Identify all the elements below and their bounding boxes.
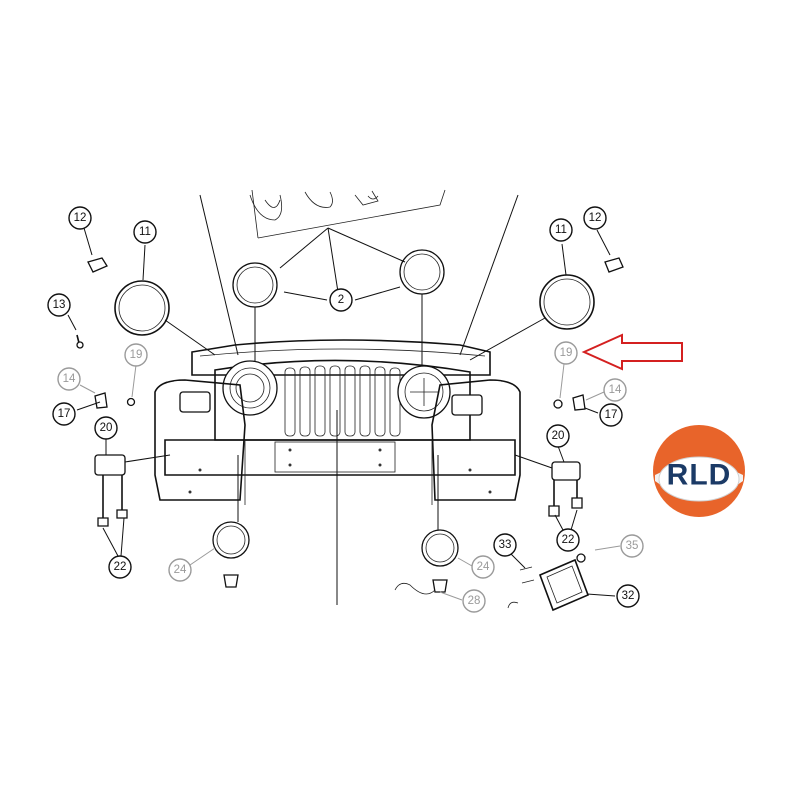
clip-right <box>604 257 624 273</box>
svg-text:17: 17 <box>58 408 71 420</box>
clip-left <box>87 257 108 273</box>
park-lamp-left <box>94 454 171 476</box>
callout-17-right: 17 <box>599 403 623 427</box>
headlamp-ring-left <box>232 262 278 308</box>
red-arrow-icon <box>581 333 683 371</box>
svg-text:12: 12 <box>74 212 87 224</box>
svg-text:22: 22 <box>562 534 575 546</box>
svg-text:17: 17 <box>605 409 618 421</box>
svg-text:11: 11 <box>139 226 151 238</box>
fog-lamp-left <box>212 455 250 588</box>
svg-text:13: 13 <box>53 299 66 311</box>
callout-35: 35 <box>620 534 644 558</box>
rld-logo: RLD <box>653 425 745 517</box>
svg-text:20: 20 <box>552 430 565 442</box>
svg-text:33: 33 <box>499 539 512 551</box>
callout-33: 33 <box>493 533 517 557</box>
callout-14-left: 14 <box>57 367 81 391</box>
svg-text:19: 19 <box>130 349 143 361</box>
callout-leaders <box>67 227 621 601</box>
callout-22-left: 22 <box>108 555 132 579</box>
svg-text:2: 2 <box>338 294 344 306</box>
callout-20-left: 20 <box>94 416 118 440</box>
svg-text:14: 14 <box>63 373 76 385</box>
svg-text:24: 24 <box>477 561 490 573</box>
svg-text:19: 19 <box>560 347 573 359</box>
callout-24-right: 24 <box>471 555 495 579</box>
retaining-ring-left <box>114 280 170 336</box>
callout-22-right: 22 <box>556 528 580 552</box>
callout-20-right: 20 <box>546 424 570 448</box>
headlamp-detail-inset <box>249 189 446 239</box>
callout-14-right: 14 <box>603 378 627 402</box>
callout-2: 2 <box>329 288 353 312</box>
svg-text:35: 35 <box>626 540 639 552</box>
retaining-ring-right <box>539 274 595 330</box>
callout-12-right: 12 <box>583 206 607 230</box>
callout-11-left: 11 <box>133 220 157 244</box>
callout-12-left: 12 <box>68 206 92 230</box>
bolts-right <box>548 480 583 517</box>
svg-text:RLD: RLD <box>667 459 732 492</box>
callout-13: 13 <box>47 293 71 317</box>
svg-text:12: 12 <box>589 212 602 224</box>
grille-assembly <box>154 339 521 505</box>
side-marker-left <box>94 392 136 409</box>
callout-19-right: 19 <box>554 341 578 365</box>
callout-32: 32 <box>616 584 640 608</box>
callout-28: 28 <box>462 589 486 613</box>
svg-text:28: 28 <box>468 595 481 607</box>
callout-17-left: 17 <box>52 402 76 426</box>
callout-11-right: 11 <box>549 218 573 242</box>
svg-text:32: 32 <box>622 590 635 602</box>
svg-text:20: 20 <box>100 422 113 434</box>
callout-19-left: 19 <box>124 343 148 367</box>
svg-text:22: 22 <box>114 561 127 573</box>
svg-text:24: 24 <box>174 564 187 576</box>
park-lamp-right <box>514 454 581 481</box>
svg-text:14: 14 <box>609 384 622 396</box>
fog-lamp-right <box>394 455 459 595</box>
screw-13 <box>76 334 84 349</box>
license-bracket <box>507 553 590 612</box>
callout-24-left: 24 <box>168 558 192 582</box>
headlamp-ring-right <box>399 249 445 295</box>
side-marker-right <box>553 394 586 411</box>
bolts-left <box>97 475 128 527</box>
svg-text:11: 11 <box>555 224 567 236</box>
